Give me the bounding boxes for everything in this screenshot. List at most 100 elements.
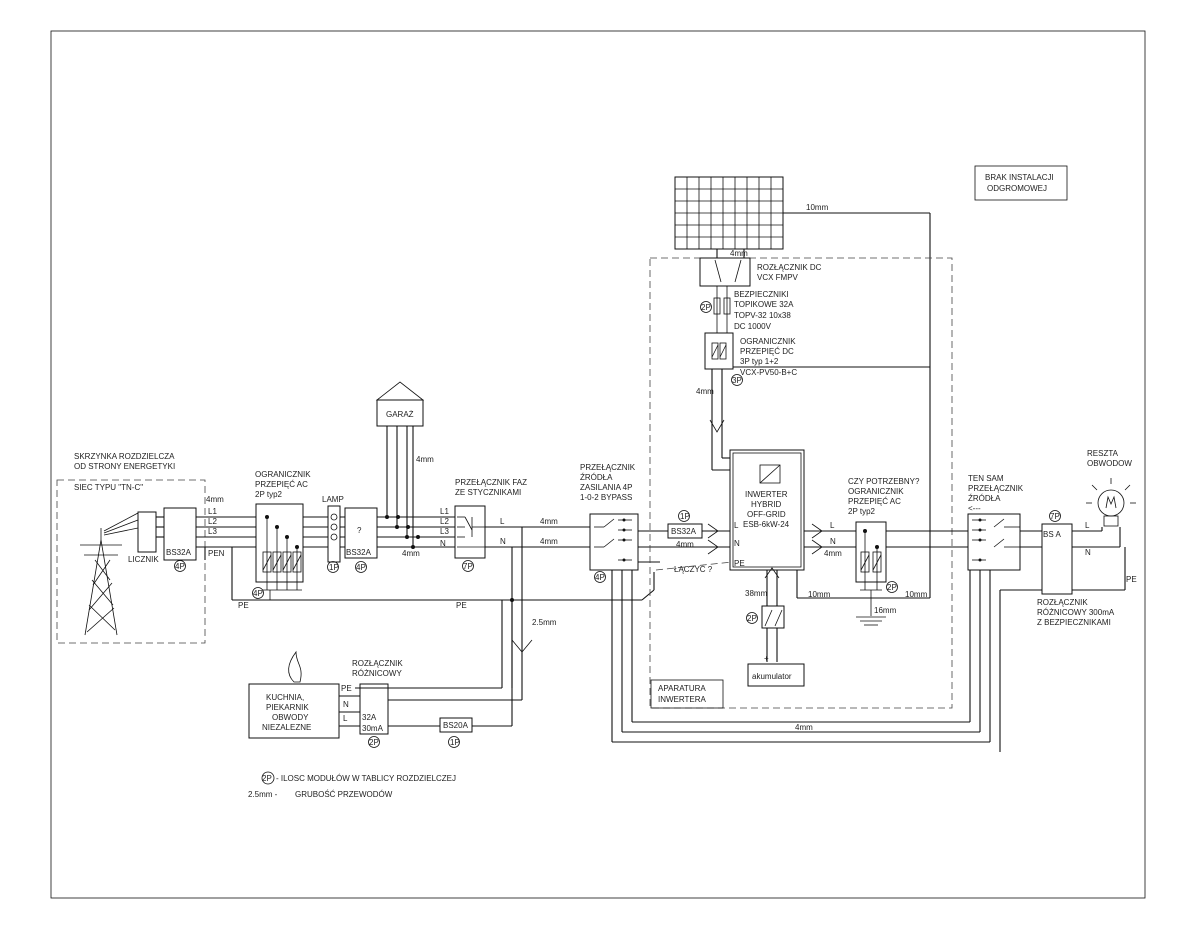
inverter-box: [729, 449, 805, 571]
siec-label: SIEC TYPU "TN-C": [74, 483, 143, 492]
inv-pe-label: PE: [734, 559, 745, 568]
legend: 2P - ILOSC MODUŁÓW W TABLICY ROZDZIELCZE…: [248, 771, 456, 799]
optional-surge-box: [855, 521, 887, 583]
laczyc-label: ŁĄCZYĆ ?: [674, 565, 713, 574]
kitchen-box: [248, 683, 340, 739]
out-n-label: N: [500, 537, 506, 546]
legend-wire-text: GRUBOŚĆ PRZEWODÓW: [295, 790, 393, 799]
module-count-icon: [678, 510, 690, 522]
ten-sam-3: ŹRÓDŁA: [968, 494, 1001, 503]
pv-dc-lines: [716, 249, 745, 258]
out-l-label: L: [500, 517, 505, 526]
bottom-loop-lines: [611, 570, 1001, 752]
garage-roof-icon: [375, 381, 425, 401]
rpe-label: PE: [1126, 575, 1137, 584]
same-switch-box: [967, 513, 1021, 571]
przel-zrodla-2: ŹRÓDŁA: [580, 473, 613, 482]
mod-3p: 3P: [732, 376, 742, 385]
kuchnia-4: NIEZALEZNE: [262, 723, 311, 732]
pylon-icon: [80, 512, 139, 636]
skrzynka-label: SKRZYNKA ROZDZIELCZA: [74, 452, 175, 461]
ogr-dc-2: PRZEPIĘĆ DC: [740, 347, 794, 356]
akumulator-label: akumulator: [752, 672, 792, 681]
unknown-box-label: ?: [357, 526, 362, 535]
mm16-label: 16mm: [874, 606, 897, 615]
ogr-ac-main-1: OGRANICZNIK: [255, 470, 311, 479]
przel-faz-2: ZE STYCZNIKAMI: [455, 488, 521, 497]
rl-label: L: [1085, 521, 1090, 530]
battery-box: [747, 663, 805, 687]
k-l-label: L: [343, 714, 348, 723]
mod-1p-b: 1P: [680, 512, 690, 521]
sheet-frame: [50, 30, 1146, 899]
rozl-rozn-2: RÓŻNICOWY: [352, 669, 402, 678]
inwerter-3: OFF-GRID: [747, 510, 786, 519]
legend-wire-symbol: 2.5mm -: [248, 790, 278, 799]
pv-10mm-lines: [783, 212, 931, 599]
k-n-label: N: [343, 700, 349, 709]
module-count-icon: [731, 374, 743, 386]
mm4-n-label: 4mm: [540, 537, 558, 546]
brak-2: ODGROMOWEJ: [987, 184, 1047, 193]
bezp-3: TOPV-32 10x38: [734, 311, 791, 320]
optional-surge-group: CZY POTRZEBNY? OGRANICZNIK PRZEPIĘĆ AC 2…: [848, 477, 920, 626]
mod-4p-a: 4P: [175, 562, 185, 571]
dc-disconnector-box: [699, 257, 751, 287]
same-switch-group: TEN SAM PRZEŁĄCZNIK ŹRÓDŁA <---: [967, 474, 1024, 571]
czy-1: CZY POTRZEBNY?: [848, 477, 920, 486]
battery-plus: +: [764, 654, 769, 663]
module-count-icon: [355, 561, 367, 573]
module-count-icon: [327, 561, 339, 573]
mm4-garaz-label: 4mm: [416, 455, 434, 464]
przel-zrodla-1: PRZEŁĄCZNIK: [580, 463, 636, 472]
module-count-icon: [700, 301, 712, 313]
module-count-icon: [448, 736, 460, 748]
r32a-2: 30mA: [362, 724, 384, 733]
r32a-1: 32A: [362, 713, 377, 722]
module-count-icon: [174, 560, 186, 572]
flame-icon: [288, 650, 302, 683]
mod-1p-a: 1P: [329, 563, 339, 572]
pe-a-label: PE: [238, 601, 249, 610]
arrow-right-icon: [707, 539, 719, 555]
mm4-pv-label: 4mm: [730, 249, 748, 258]
bs32a-main-label: BS32A: [166, 548, 192, 557]
unknown-box: [344, 507, 378, 559]
laczyc-dashed-link: [655, 561, 733, 571]
mm4-bottom-label: 4mm: [795, 723, 813, 732]
ground-icon: [856, 616, 886, 626]
mm4-bs-label: 4mm: [676, 540, 694, 549]
aparatura-box: [649, 257, 953, 709]
battery-switch-box: [761, 605, 785, 629]
inv-out-l-label: L: [830, 521, 835, 530]
skrzynka-label-2: OD STRONY ENERGETYKI: [74, 462, 175, 471]
przel-zrodla-3: ZASILANIA 4P: [580, 483, 632, 492]
inverter-input-lines: [638, 530, 730, 563]
sw-l2-label: L2: [440, 517, 449, 526]
sw-n-label: N: [440, 539, 446, 548]
module-count-icon: [1049, 510, 1061, 522]
bs-a-label: BS A: [1043, 530, 1061, 539]
bs32a-main-box: [163, 507, 197, 561]
mm38-label: 38mm: [745, 589, 768, 598]
garage-box: [376, 399, 424, 427]
czy-4: 2P typ2: [848, 507, 876, 516]
inv-n-label: N: [734, 539, 740, 548]
rozl-dc-1: ROZŁĄCZNIK DC: [757, 263, 822, 272]
l1-label: L1: [208, 507, 217, 516]
reszta-1: RESZTA: [1087, 449, 1119, 458]
grid-connection-group: SKRZYNKA ROZDZIELCZA OD STRONY ENERGETYK…: [56, 452, 224, 644]
arrow-down-icon: [709, 419, 725, 433]
bs32a-b-label: BS32A: [346, 548, 372, 557]
rozl-dc-2: VCX FMPV: [757, 273, 799, 282]
sw-l1-label: L1: [440, 507, 449, 516]
pen-label: PEN: [208, 549, 225, 558]
ten-sam-1: TEN SAM: [968, 474, 1004, 483]
przel-faz-1: PRZEŁĄCZNIK FAZ: [455, 478, 527, 487]
mod-1p-c: 1P: [450, 738, 460, 747]
mm4-bus-label: 4mm: [402, 549, 420, 558]
module-count-icon: [261, 771, 275, 785]
rcd-30-box: [359, 683, 389, 735]
bezp-4: DC 1000V: [734, 322, 772, 331]
mm25-label: 2.5mm: [532, 618, 557, 627]
